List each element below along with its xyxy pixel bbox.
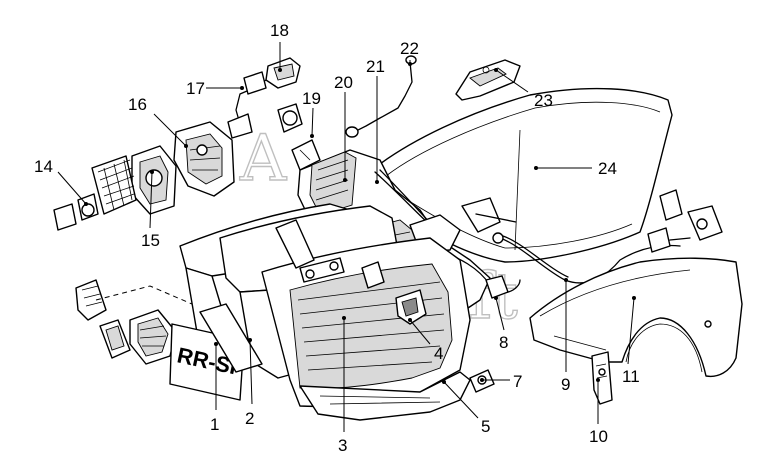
- callout-8: 8: [499, 333, 508, 352]
- indicator-bulb: [53, 193, 99, 231]
- sensor-unit: [227, 57, 303, 139]
- hinge: [461, 197, 517, 233]
- callout-9: 9: [561, 375, 570, 394]
- wing-bracket: [591, 351, 613, 405]
- callout-22: 22: [400, 39, 419, 58]
- front-wing: [529, 257, 743, 378]
- dashed-guide: [95, 285, 193, 305]
- headlamp: [131, 145, 177, 215]
- callout-15: 15: [141, 231, 160, 250]
- bonnet-release-cable: [345, 55, 417, 138]
- callout-10: 10: [589, 427, 608, 446]
- callout-17: 17: [186, 79, 205, 98]
- callout-5: 5: [481, 417, 490, 436]
- callout-7: 7: [513, 372, 522, 391]
- bonnet-lock: [455, 59, 521, 101]
- callout-1: 1: [210, 415, 219, 434]
- callout-20: 20: [334, 73, 353, 92]
- wing-fixings: [647, 189, 723, 253]
- fog-lamp-left: [75, 279, 107, 321]
- plate-bracket: [199, 303, 263, 373]
- bonnet: [361, 87, 673, 263]
- callout-11: 11: [622, 367, 640, 386]
- indicator-lamp-left: [99, 319, 131, 359]
- headlamp-lens: [91, 155, 137, 215]
- bumper-small-parts: [275, 219, 427, 325]
- callout-21: 21: [366, 57, 385, 76]
- bracket: [291, 139, 321, 171]
- callout-4: 4: [434, 344, 443, 363]
- headlamp-housing: [173, 121, 235, 197]
- leaders: [57, 42, 636, 432]
- callout-19: 19: [302, 89, 321, 108]
- callout-14: 14: [34, 157, 53, 176]
- fog-lamp: [129, 309, 177, 365]
- callout-16: 16: [128, 95, 147, 114]
- callout-labels: 1 2 3 4 5 7 8 9 10 11 14 15 16 17 18 19 …: [34, 21, 640, 455]
- callout-24: 24: [598, 159, 617, 178]
- callout-18: 18: [270, 21, 289, 40]
- callout-2: 2: [245, 409, 254, 428]
- callout-3: 3: [338, 436, 347, 455]
- callout-23: 23: [534, 91, 553, 110]
